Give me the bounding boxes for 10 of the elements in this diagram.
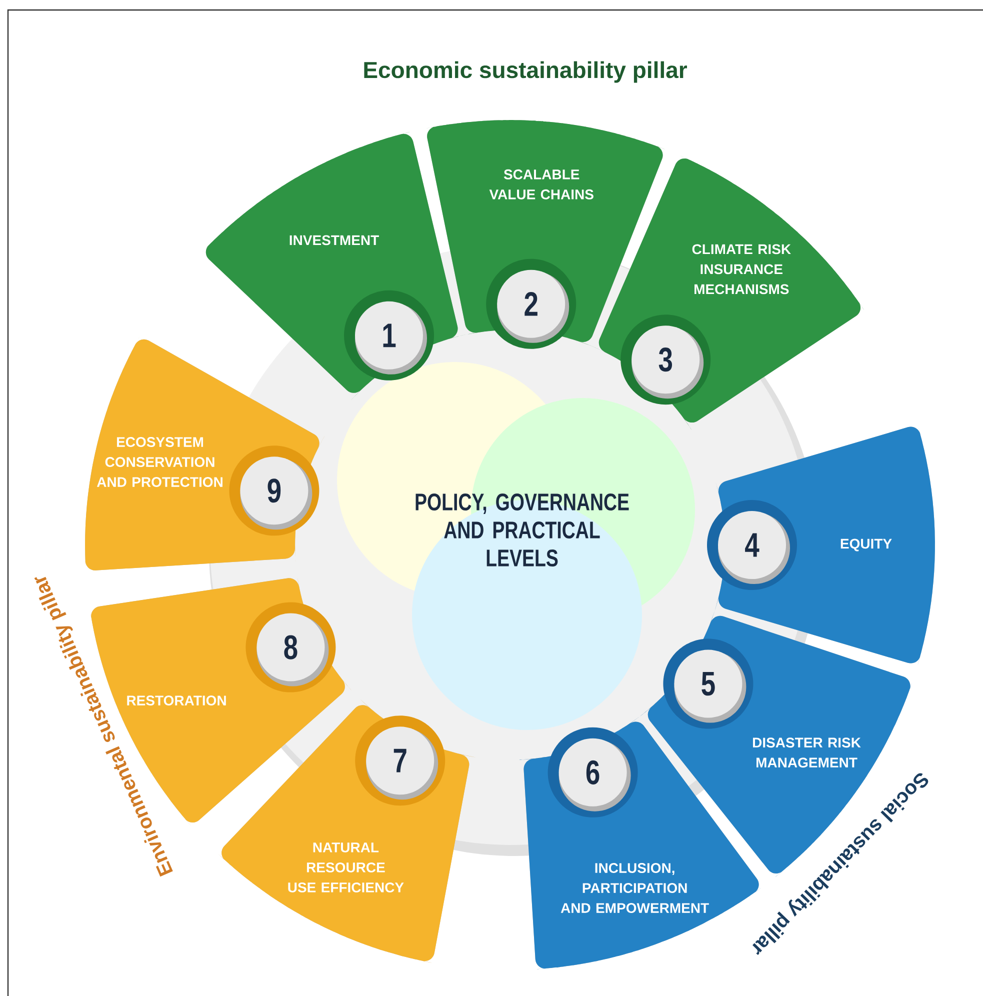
number-badge: 5 bbox=[663, 638, 754, 729]
number-badge: 9 bbox=[229, 446, 320, 536]
number-badge: 8 bbox=[246, 602, 336, 692]
number-badge: 4 bbox=[707, 500, 797, 590]
number-badge: 6 bbox=[548, 727, 638, 818]
pillar-label: Economic sustainability pillar bbox=[364, 61, 687, 83]
number-badge: 1 bbox=[344, 290, 434, 380]
number-badge: 2 bbox=[486, 258, 576, 349]
number-badge: 3 bbox=[620, 314, 711, 405]
number-badge: 7 bbox=[355, 716, 446, 806]
